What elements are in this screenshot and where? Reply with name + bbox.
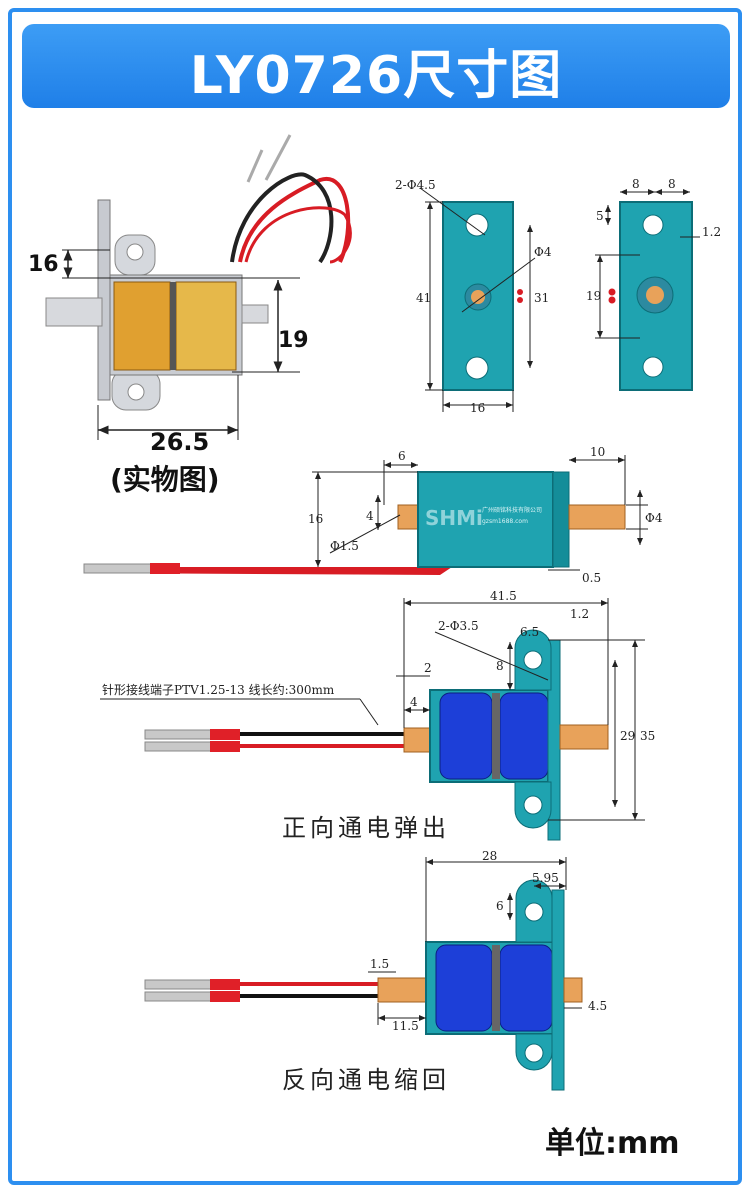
side-dim-hole-offset: 5 bbox=[596, 209, 604, 223]
fwd-dim-29: 29 bbox=[620, 729, 635, 743]
side-dim-left: 8 bbox=[632, 177, 640, 191]
photo-caption: (实物图) bbox=[110, 463, 220, 496]
website-label: gzsm1688.com bbox=[482, 518, 528, 525]
side-dim-height: 19 bbox=[586, 289, 601, 303]
top-dim-4: 4 bbox=[366, 509, 374, 523]
top-dim-pin: Φ1.5 bbox=[330, 539, 359, 553]
fwd-dim-65: 6.5 bbox=[520, 625, 539, 639]
fwd-dim-2: 2 bbox=[424, 661, 432, 675]
front-width-label: 16 bbox=[470, 401, 485, 415]
fwd-dim-35: 35 bbox=[640, 729, 655, 743]
fwd-wire-note: 针形接线端子PTV1.25-13 线长约:300mm bbox=[102, 682, 335, 697]
side-dim-plate: 1.2 bbox=[702, 225, 721, 239]
company-label: 广州硕铭科技有限公司 bbox=[482, 506, 542, 514]
top-dim-gap: 0.5 bbox=[582, 571, 601, 585]
forward-view-drawing bbox=[100, 598, 645, 841]
front-view-drawing bbox=[419, 187, 536, 412]
rev-dim-45: 4.5 bbox=[588, 999, 607, 1013]
fwd-dim-12: 1.2 bbox=[570, 607, 589, 621]
top-view-drawing: SHMi 广州硕铭科技有限公司 gzsm1688.com bbox=[83, 455, 648, 575]
top-dim-10: 10 bbox=[590, 445, 605, 459]
fwd-dim-4: 4 bbox=[410, 695, 418, 709]
rev-dim-28: 28 bbox=[482, 849, 497, 863]
fwd-dim-holes: 2-Φ3.5 bbox=[438, 619, 479, 633]
front-center-hole-label: Φ4 bbox=[534, 245, 552, 259]
brand-label: SHMi bbox=[425, 506, 483, 530]
front-height-label: 41 bbox=[416, 291, 431, 305]
reverse-caption: 反向通电缩回 bbox=[282, 1066, 450, 1094]
product-photo bbox=[45, 134, 352, 440]
rev-dim-115: 11.5 bbox=[392, 1019, 419, 1033]
fwd-dim-8: 8 bbox=[496, 659, 504, 673]
rev-dim-595: 5.95 bbox=[532, 871, 559, 885]
fwd-dim-415: 41.5 bbox=[490, 589, 517, 603]
top-dim-shaft: Φ4 bbox=[645, 511, 663, 525]
side-dim-right: 8 bbox=[668, 177, 676, 191]
front-inner-height-label: 31 bbox=[534, 291, 549, 305]
forward-caption: 正向通电弹出 bbox=[282, 814, 450, 842]
front-holes-label: 2-Φ4.5 bbox=[395, 178, 436, 192]
photo-dim-19: 19 bbox=[278, 328, 309, 353]
title-banner: LY0726尺寸图 bbox=[22, 24, 730, 108]
side-view-drawing bbox=[595, 189, 700, 391]
photo-dim-16: 16 bbox=[28, 252, 59, 277]
rev-dim-6: 6 bbox=[496, 899, 504, 913]
rev-dim-15: 1.5 bbox=[370, 957, 389, 971]
reverse-view-drawing bbox=[144, 857, 583, 1091]
top-dim-6: 6 bbox=[398, 449, 406, 463]
photo-dim-width: 26.5 bbox=[150, 428, 210, 456]
top-dim-16: 16 bbox=[308, 512, 323, 526]
unit-label: 单位:mm bbox=[545, 1126, 680, 1161]
page-title: LY0726尺寸图 bbox=[189, 46, 563, 106]
